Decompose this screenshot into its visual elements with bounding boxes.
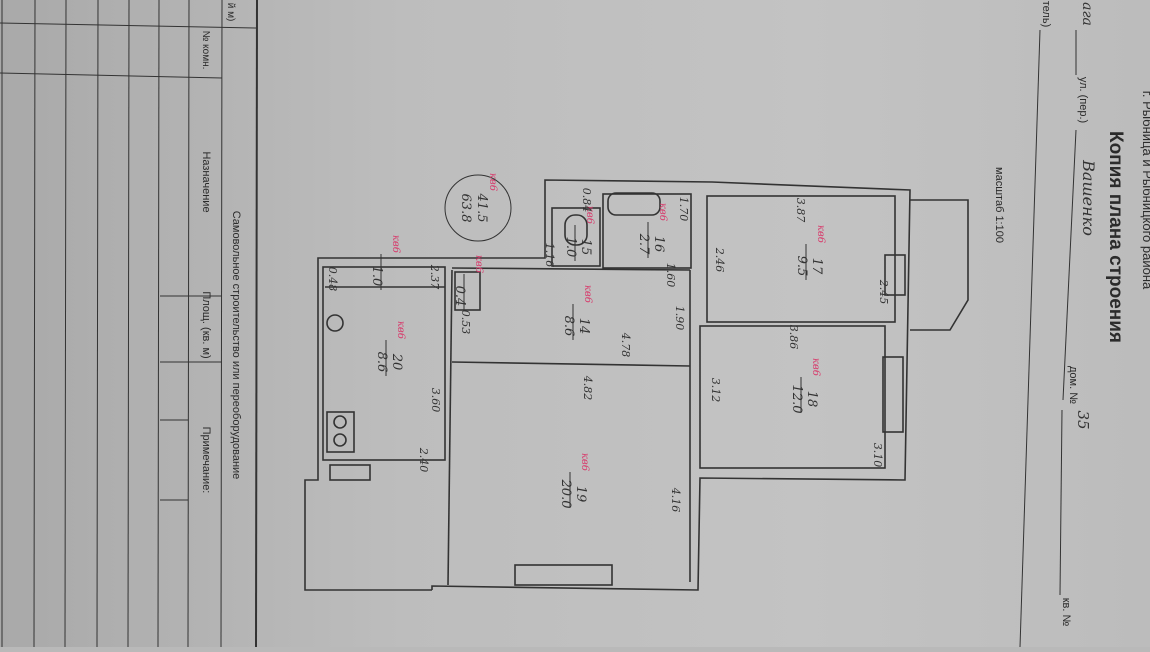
- room-area: 1.0: [369, 266, 384, 287]
- document-title: Копия плана строения: [1105, 131, 1126, 343]
- dimension-label: 0.84: [580, 188, 593, 213]
- house-value: 35: [1074, 410, 1092, 429]
- room-mark: кв6: [815, 225, 826, 244]
- street-label: ул. (пер.): [1077, 77, 1089, 123]
- room-mark: кв6: [395, 321, 406, 340]
- living-area-total: 41.5: [474, 193, 489, 223]
- room-number: 20: [389, 353, 404, 371]
- column-area: Площ. (кв. м): [200, 291, 212, 358]
- room-mark: кв6: [810, 358, 821, 377]
- room-area: 2.7: [636, 233, 651, 255]
- dimension-label: 0.53: [459, 310, 472, 335]
- street-value: Вашенко: [1079, 159, 1098, 236]
- room-number: 18: [804, 391, 819, 408]
- room-number: 14: [576, 318, 591, 335]
- dimension-label: 4.78: [619, 332, 632, 358]
- room-number: 16: [651, 236, 666, 253]
- room-mark: кв6: [582, 285, 593, 304]
- dimension-label: 1.16: [543, 243, 556, 268]
- dimension-label: 2.40: [417, 447, 430, 473]
- room-area: 1.0: [563, 237, 578, 258]
- dimension-label: 1.90: [673, 306, 686, 331]
- table-grid: [0, 0, 258, 648]
- room-area: 20.0: [558, 479, 573, 509]
- column-room-number: № комн.: [200, 31, 211, 70]
- room-area: 12.0: [789, 385, 804, 414]
- dimension-label: 2.46: [713, 247, 726, 273]
- room-mark: кв6: [579, 453, 590, 472]
- room-area: 8.6: [561, 316, 576, 337]
- authority-text: г. Рыбница и Рыбницкого района: [1140, 91, 1150, 290]
- room-area: 0.4: [452, 286, 467, 307]
- room-mark: кв6: [390, 235, 401, 254]
- room-area: 8.6: [374, 352, 389, 373]
- walls: [304, 179, 969, 591]
- form-lines: [1019, 29, 1077, 648]
- house-label: дом. №: [1067, 366, 1079, 404]
- dimension-label: 1.70: [677, 197, 690, 222]
- total-area: 63.8: [458, 194, 473, 223]
- room-number: 17: [809, 258, 824, 275]
- owner-label-fragment: тель): [1040, 1, 1052, 27]
- area-summary-circle: [444, 174, 512, 242]
- room-area: 9.5: [794, 256, 809, 277]
- dimension-label: 2.45: [877, 279, 890, 305]
- dimension-label: 3.10: [871, 443, 884, 468]
- apartment-label: кв. №: [1060, 598, 1072, 627]
- scale-label: масштаб 1:100: [993, 167, 1005, 243]
- room-number: 15: [578, 239, 593, 256]
- dimension-label: 4.82: [581, 375, 594, 401]
- room-mark: кв6: [657, 203, 668, 222]
- room-mark: кв6: [584, 206, 595, 225]
- column-note: Примечание:: [200, 427, 212, 494]
- room-mark: кв6: [473, 255, 484, 274]
- room-number: 19: [573, 486, 588, 503]
- dimension-label: 1.60: [664, 263, 677, 288]
- dimension-label: 3.12: [709, 378, 722, 403]
- dimension-label: 3.60: [429, 388, 442, 413]
- summary-mark: кв6: [487, 173, 498, 192]
- table-header-fragment: й м): [225, 3, 236, 22]
- dimension-label: 3.86: [787, 325, 800, 350]
- dimension-label: 3.87: [794, 198, 807, 223]
- dimension-label: 0.48: [326, 267, 339, 292]
- dimension-label: 4.16: [669, 487, 682, 513]
- city-fragment: ага: [1079, 2, 1095, 26]
- table-title: Самовольное строительство или переоборуд…: [230, 211, 242, 480]
- dimension-label: 2.37: [428, 264, 441, 290]
- column-purpose: Назначение: [200, 151, 212, 212]
